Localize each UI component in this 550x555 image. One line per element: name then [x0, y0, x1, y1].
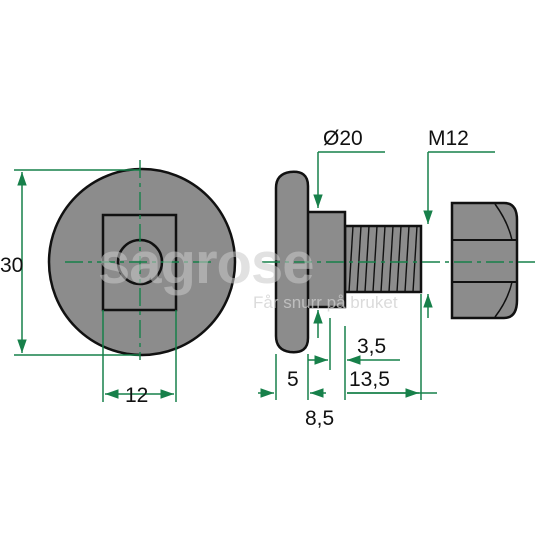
watermark-brand: sagrose [98, 231, 313, 296]
side-view [262, 170, 535, 354]
thread-label: M12 [428, 127, 469, 150]
dimension-height [14, 169, 140, 356]
nut [450, 201, 519, 320]
horizontal-extension-lines [275, 294, 422, 400]
thread-length-label: 13,5 [349, 368, 390, 391]
front-view [47, 160, 237, 360]
nut-chamfer-lower [494, 281, 513, 318]
head-diameter-label: Ø20 [323, 127, 363, 150]
shoulder-label: 3,5 [357, 335, 386, 358]
dimension-thread [423, 151, 495, 318]
thread-lines [348, 225, 418, 293]
dimension-head-diameter [313, 151, 385, 338]
dimension-square-width [102, 310, 177, 402]
height-label: 30 [0, 254, 23, 277]
nut-chamfer-upper [494, 203, 513, 241]
side-square-neck [303, 210, 347, 309]
square-width-label: 12 [125, 384, 148, 407]
watermark-tagline: Får snurr på bruket [253, 293, 398, 312]
head-thickness-label: 5 [287, 368, 299, 391]
neck-length-label: 8,5 [305, 407, 334, 430]
bolt-head-side [274, 170, 310, 354]
watermark: sagrose Får snurr på bruket [98, 231, 398, 312]
